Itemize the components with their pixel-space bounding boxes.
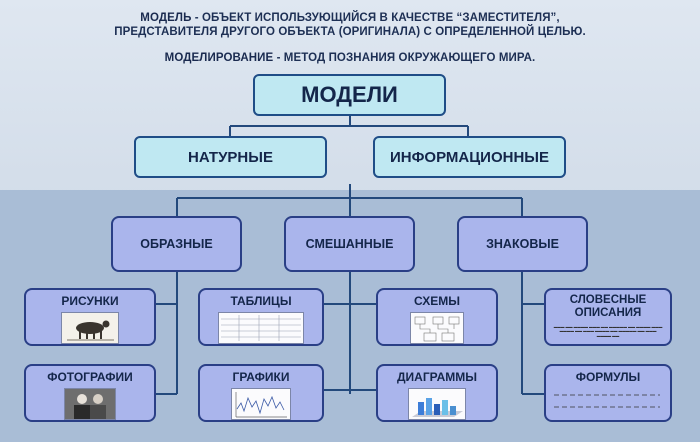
- leaf-photos: ФОТОГРАФИИ: [24, 364, 156, 422]
- node-figurative: ОБРАЗНЫЕ: [111, 216, 242, 272]
- leaf-formulas-label: ФОРМУЛЫ: [575, 370, 641, 384]
- node-mixed: СМЕШАННЫЕ: [284, 216, 415, 272]
- leaf-diagrams-label: ДИАГРАММЫ: [397, 370, 477, 384]
- definition-modeling: МОДЕЛИРОВАНИЕ - МЕТОД ПОЗНАНИЯ ОКРУЖАЮЩЕ…: [0, 52, 700, 64]
- node-informational: ИНФОРМАЦИОННЫЕ: [373, 136, 566, 178]
- definition-model-text: - ОБЪЕКТ ИСПОЛЬЗУЮЩИЙСЯ В КАЧЕСТВЕ “ЗАМЕ…: [191, 12, 560, 24]
- node-natural: НАТУРНЫЕ: [134, 136, 327, 178]
- leaf-verbal-descriptions: СЛОВЕСНЫЕ ОПИСАНИЯ ▬▬▬ ▬▬ ▬▬▬▬ ▬▬▬ ▬▬ ▬▬…: [544, 288, 672, 346]
- leaf-photos-label: ФОТОГРАФИИ: [47, 370, 133, 384]
- leaf-schemes: СХЕМЫ: [376, 288, 498, 346]
- leaf-graphs: ГРАФИКИ: [198, 364, 324, 422]
- leaf-tables-label: ТАБЛИЦЫ: [230, 294, 292, 308]
- node-sign: ЗНАКОВЫЕ: [457, 216, 588, 272]
- leaf-schemes-label: СХЕМЫ: [414, 294, 460, 308]
- leaf-verbal-label-line1: СЛОВЕСНЫЕ: [569, 294, 647, 306]
- leaf-tables: ТАБЛИЦЫ: [198, 288, 324, 346]
- leaf-formulas: ФОРМУЛЫ: [544, 364, 672, 422]
- term-modeling: МОДЕЛИРОВАНИЕ: [164, 52, 274, 64]
- definition-model-line2: ПРЕДСТАВИТЕЛЯ ДРУГОГО ОБЪЕКТА (ОРИГИНАЛА…: [114, 26, 586, 38]
- leaf-verbal-label-line2: ОПИСАНИЯ: [574, 307, 642, 319]
- leaf-diagrams: ДИАГРАММЫ: [376, 364, 498, 422]
- verbal-description-sample-text: ▬▬▬ ▬▬ ▬▬▬▬ ▬▬▬ ▬▬ ▬▬▬▬▬ ▬▬ ▬▬▬▬ ▬▬▬ ▬▬▬…: [553, 325, 663, 338]
- formula-sample-icon: [554, 394, 660, 408]
- drawing-thumbnail-icon: [61, 312, 119, 344]
- node-models: МОДЕЛИ: [253, 74, 446, 116]
- leaf-drawings-label: РИСУНКИ: [61, 294, 119, 308]
- graph-thumbnail-icon: [231, 388, 291, 420]
- term-model: МОДЕЛЬ: [140, 12, 192, 24]
- photo-thumbnail-icon: [64, 388, 116, 420]
- leaf-graphs-label: ГРАФИКИ: [232, 370, 290, 384]
- table-thumbnail-icon: [218, 312, 304, 344]
- leaf-drawings: РИСУНКИ: [24, 288, 156, 346]
- definition-model: МОДЕЛЬ - ОБЪЕКТ ИСПОЛЬЗУЮЩИЙСЯ В КАЧЕСТВ…: [0, 12, 700, 24]
- scheme-thumbnail-icon: [410, 312, 464, 344]
- definition-modeling-text: - МЕТОД ПОЗНАНИЯ ОКРУЖАЮЩЕГО МИРА.: [273, 52, 536, 64]
- bar-chart-thumbnail-icon: [408, 388, 466, 420]
